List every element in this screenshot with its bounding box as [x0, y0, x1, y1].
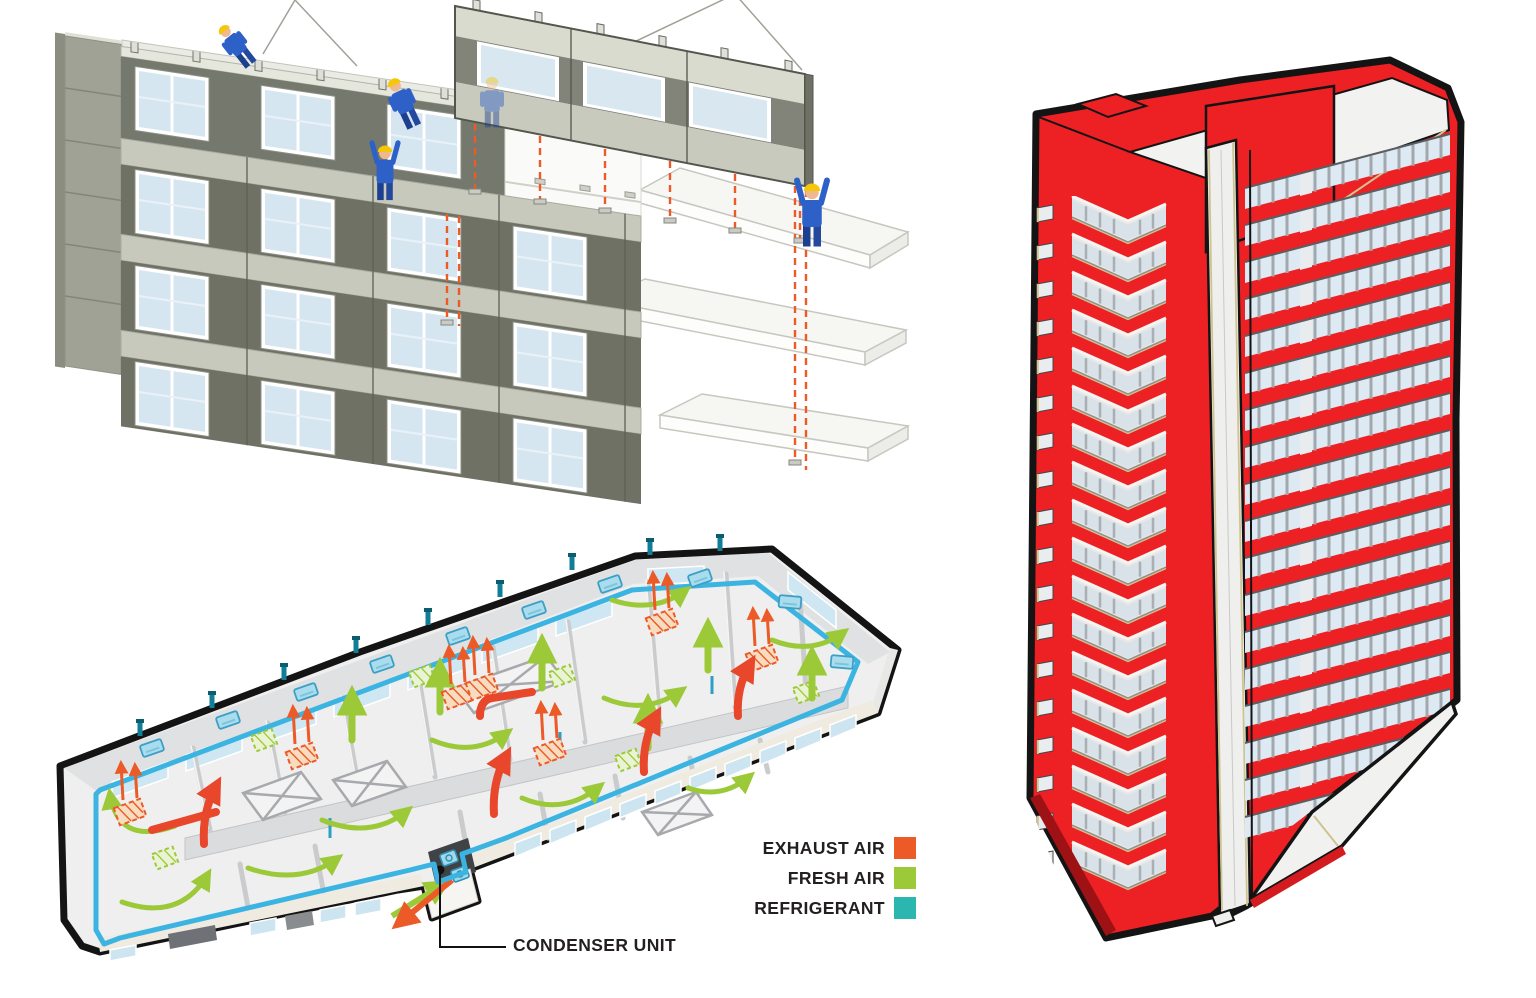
legend-row-fresh-air: FRESH AIR: [560, 863, 916, 893]
exhaust-air-swatch-icon: [894, 837, 916, 859]
alignment-dashed-lines: [445, 124, 808, 470]
callout-leader-line: [439, 870, 506, 948]
anchor-brackets: [440, 188, 807, 466]
fresh-air-swatch-icon: [894, 867, 916, 889]
floor-slabs: [597, 167, 911, 463]
legend-row-exhaust-air: EXHAUST AIR: [560, 833, 916, 863]
panel-assembly-diagram: [55, 0, 911, 505]
legend-label-refrigerant: REFRIGERANT: [754, 897, 885, 918]
floor-plan-diagram: [56, 534, 902, 962]
condenser-unit-callout: CONDENSER UNIT: [513, 935, 677, 955]
legend-label-exhaust-air: EXHAUST AIR: [762, 837, 885, 858]
roof-vent: [1074, 92, 1150, 119]
tower-recessed-strip: [1204, 138, 1252, 916]
tower-diagram: [1026, 56, 1465, 942]
refrigerant-swatch-icon: [894, 897, 916, 919]
corridor: [184, 685, 849, 861]
back-facade-band: [64, 553, 890, 792]
facade-posts: [136, 534, 724, 736]
legend-row-refrigerant: REFRIGERANT: [560, 893, 916, 923]
refrigerant-loop: [93, 579, 861, 947]
legend-label-fresh-air: FRESH AIR: [787, 867, 885, 888]
tower-base: [1030, 699, 1458, 936]
front-facade-band: [98, 700, 878, 962]
legend: EXHAUST AIR FRESH AIR REFRIGERANT: [560, 833, 916, 923]
crane-cables: [262, 0, 803, 71]
exhaust-duct-arrows: [148, 654, 756, 848]
fresh-air-arrows: [101, 586, 850, 911]
